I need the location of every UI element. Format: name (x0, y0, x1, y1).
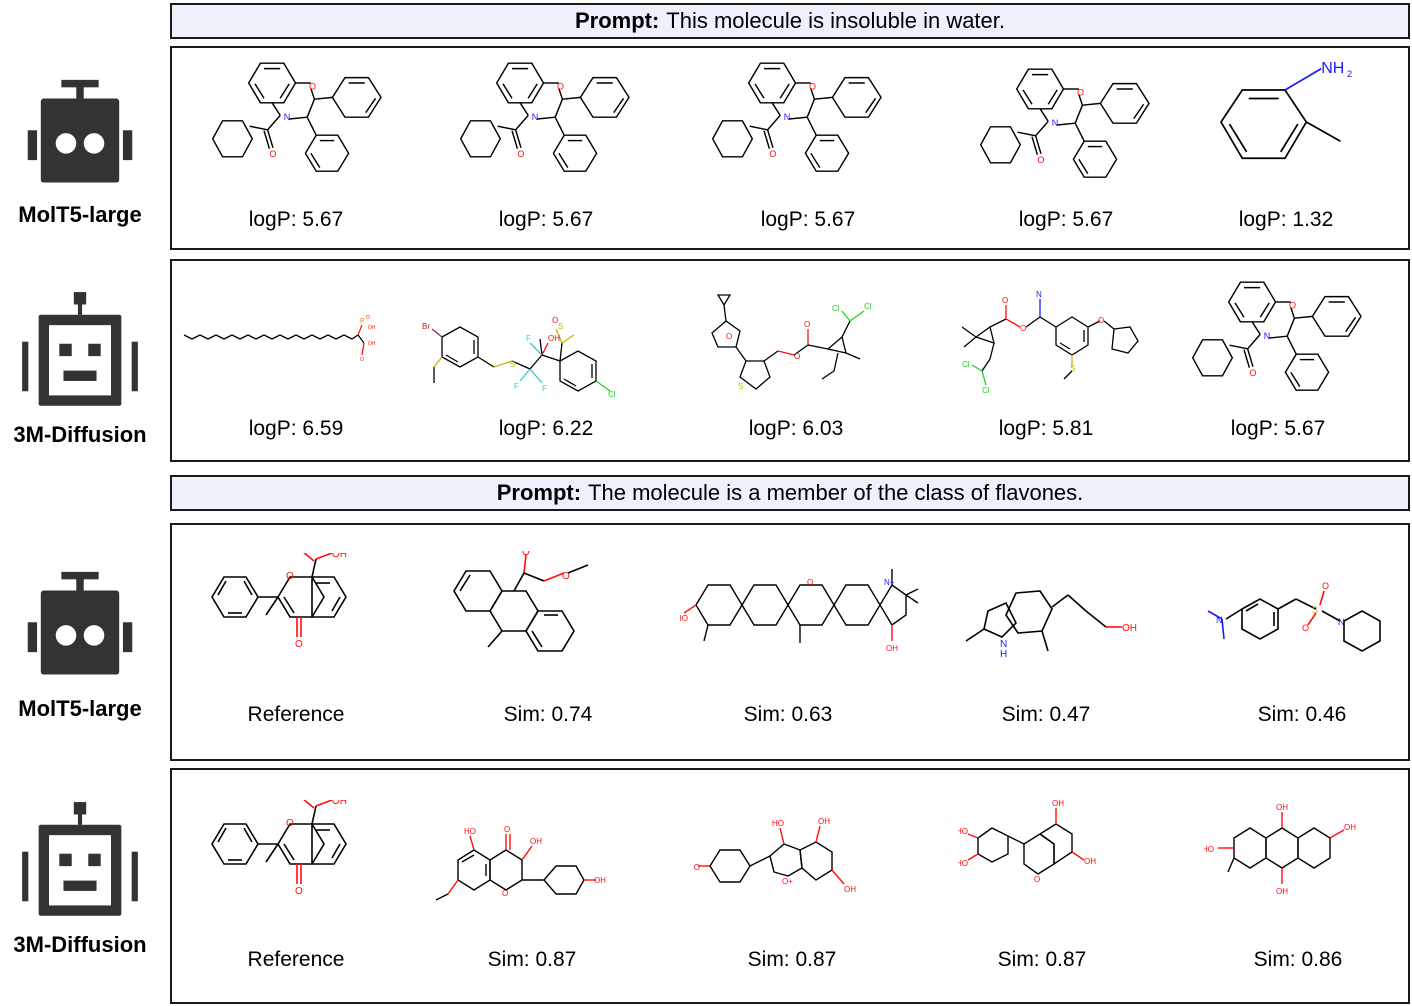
molecule-cell: logP: 5.67 (422, 48, 670, 248)
molecule-cell: logP: 6.59 (172, 261, 420, 460)
molecule-cell: logP: 5.67 (172, 48, 420, 248)
molecule-cell: Sim: 0.74 (424, 525, 672, 759)
molecule-caption: logP: 5.67 (1018, 208, 1114, 231)
molecule-caption: logP: 6.59 (248, 417, 344, 440)
robot-icon (24, 570, 136, 682)
molecule-cell: Sim: 0.86 (1174, 770, 1412, 1002)
result-panel-1: logP: 5.67 logP: 5.67 logP: 5.67 logP: 5… (170, 46, 1410, 250)
prompt-text: This molecule is insoluble in water. (666, 8, 1006, 33)
molecule-structure (710, 56, 890, 191)
molecule-caption: logP: 5.67 (1230, 417, 1326, 440)
prompt-label: Prompt: (574, 8, 660, 33)
molecule-cell: logP: 6.03 (672, 261, 920, 460)
molecule-structure (698, 291, 898, 411)
molecule-structure (202, 800, 372, 930)
robot-icon (18, 290, 142, 414)
molecule-structure (1190, 275, 1370, 410)
molecule-caption: Sim: 0.86 (1253, 948, 1343, 971)
molecule-caption: Sim: 0.87 (747, 948, 837, 971)
molecule-cell: Sim: 0.87 (408, 770, 656, 1002)
molecule-structure (1204, 798, 1394, 918)
molecule-structure (182, 311, 382, 371)
molecule-caption: Sim: 0.46 (1257, 703, 1347, 726)
molecule-cell: logP: 6.22 (422, 261, 670, 460)
molecule-structure (1210, 58, 1360, 186)
robot-icon (18, 800, 142, 924)
result-panel-3: Reference Sim: 0.74 Sim: 0.63 Sim: 0.47 … (170, 523, 1410, 761)
molecule-structure (954, 287, 1154, 407)
molecule-cell: Sim: 0.47 (922, 525, 1170, 759)
molecule-caption: logP: 1.32 (1238, 208, 1334, 231)
molecule-cell: Reference (172, 525, 420, 759)
molecule-caption: Sim: 0.87 (487, 948, 577, 971)
molecule-cell: logP: 5.67 (942, 48, 1190, 248)
model-name: 3M-Diffusion (13, 422, 147, 447)
molecule-structure (958, 798, 1138, 918)
molecule-caption: logP: 5.67 (760, 208, 856, 231)
molecule-caption: logP: 6.03 (748, 417, 844, 440)
molecule-structure (444, 551, 614, 681)
molecule-caption: Sim: 0.74 (503, 703, 593, 726)
prompt-banner-2: Prompt: The molecule is a member of the … (170, 475, 1410, 511)
molecule-caption: logP: 5.81 (998, 417, 1094, 440)
prompt-text: The molecule is a member of the class of… (588, 480, 1084, 505)
molecule-cell: logP: 5.81 (922, 261, 1170, 460)
molecule-cell: Sim: 0.87 (668, 770, 916, 1002)
molecule-structure (202, 553, 372, 683)
molecule-cell: Reference (172, 770, 420, 1002)
molecule-caption: Sim: 0.63 (743, 703, 833, 726)
molecule-structure (210, 56, 390, 191)
prompt-banner-1: Prompt: This molecule is insoluble in wa… (170, 3, 1410, 39)
molecule-cell: Sim: 0.63 (664, 525, 912, 759)
robot-icon (24, 78, 136, 190)
molecule-caption: Reference (247, 703, 345, 726)
result-panel-4: Reference Sim: 0.87 Sim: 0.87 Sim: 0.87 … (170, 768, 1410, 1004)
molecule-caption: logP: 5.67 (248, 208, 344, 231)
molecule-structure (680, 555, 920, 675)
model-name: MolT5-large (18, 696, 142, 721)
model-name: MolT5-large (18, 202, 142, 227)
molecule-structure (960, 571, 1150, 681)
molecule-caption: logP: 5.67 (498, 208, 594, 231)
prompt-label: Prompt: (496, 480, 582, 505)
molecule-cell: Sim: 0.87 (918, 770, 1166, 1002)
molecule-cell: logP: 5.67 (1154, 261, 1402, 460)
molecule-structure (694, 814, 874, 914)
molecule-structure (422, 311, 622, 421)
molecule-structure (458, 56, 638, 191)
molecule-cell: logP: 5.67 (684, 48, 932, 248)
molecule-caption: Sim: 0.47 (1001, 703, 1091, 726)
molecule-cell: Sim: 0.46 (1178, 525, 1412, 759)
result-panel-2: logP: 6.59 logP: 6.22 logP: 6.03 logP: 5… (170, 259, 1410, 462)
model-name: 3M-Diffusion (13, 932, 147, 957)
molecule-caption: Reference (247, 948, 345, 971)
molecule-structure (1202, 577, 1402, 687)
molecule-caption: logP: 6.22 (498, 417, 594, 440)
molecule-structure (434, 820, 614, 920)
molecule-cell: logP: 1.32 (1162, 48, 1410, 248)
molecule-structure (978, 62, 1158, 197)
molecule-caption: Sim: 0.87 (997, 948, 1087, 971)
